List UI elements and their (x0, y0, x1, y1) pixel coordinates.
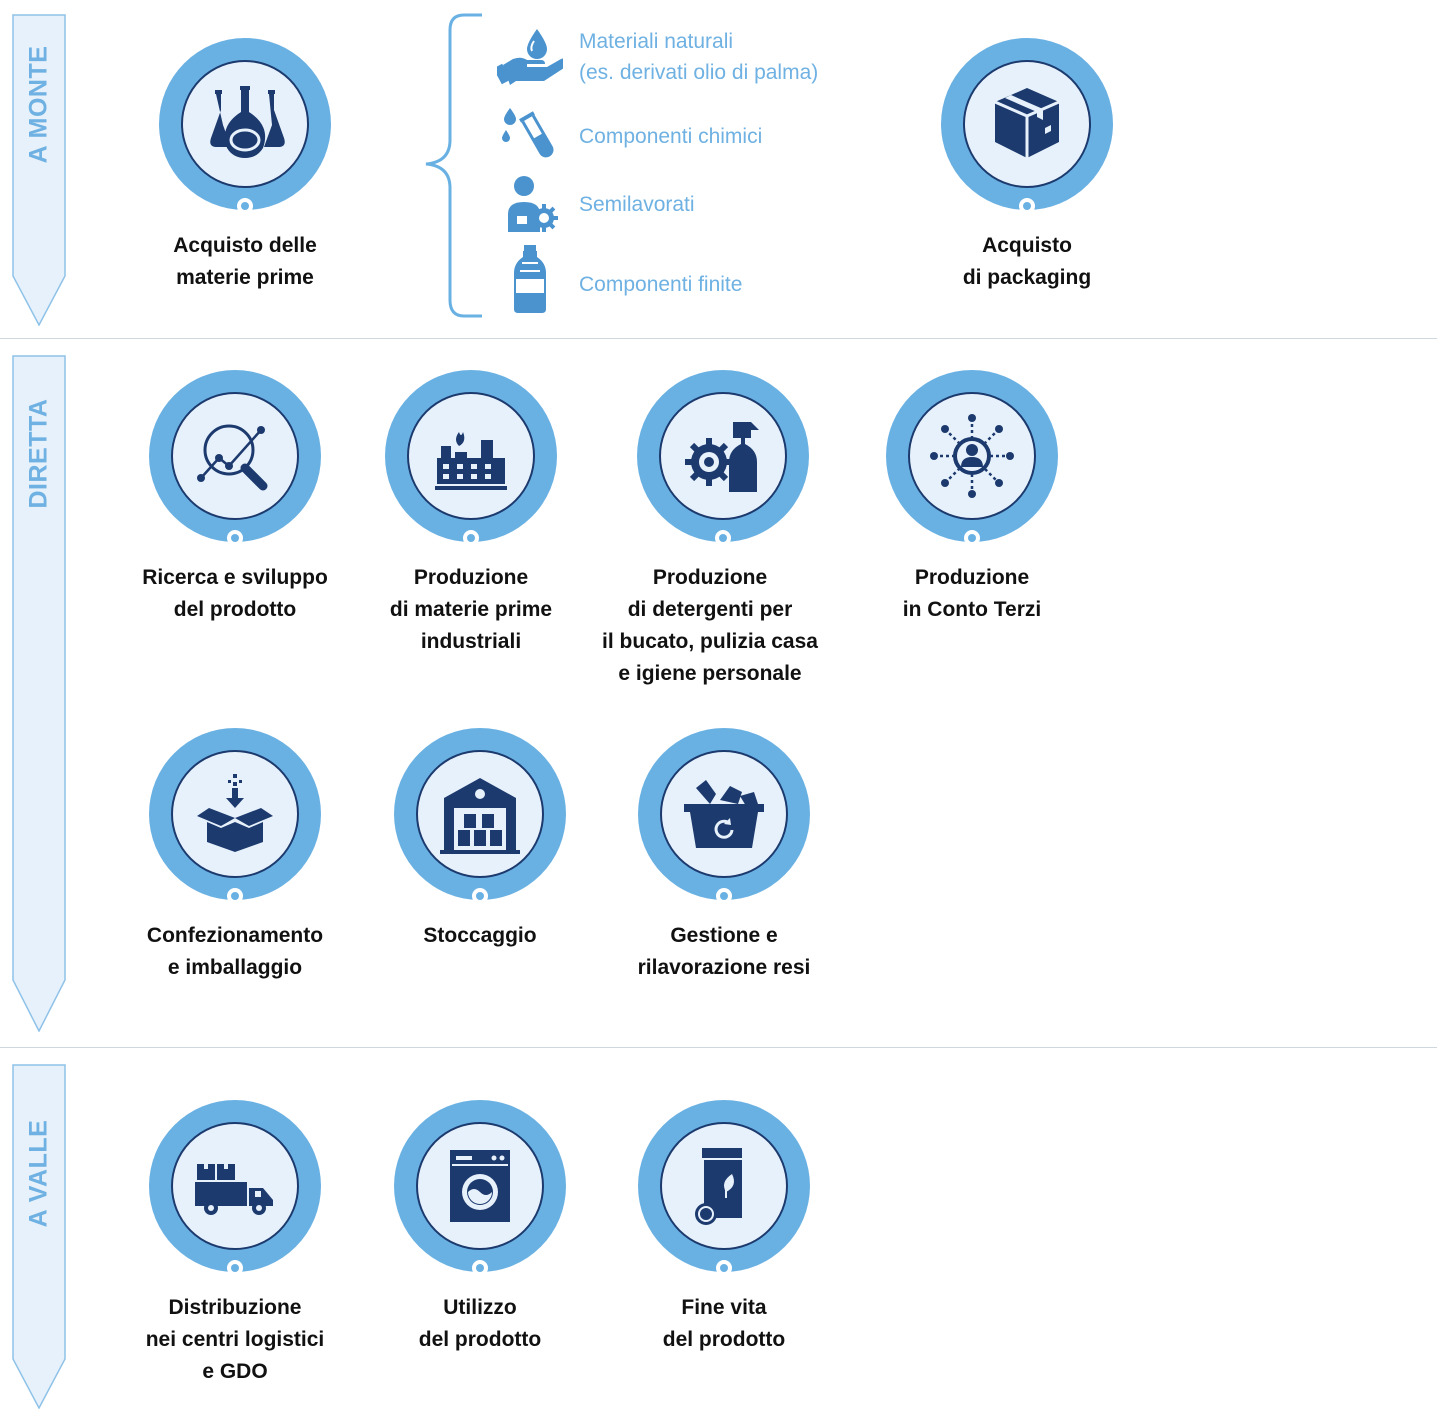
stage-label: A VALLE (24, 1119, 53, 1227)
node-produzione-materie-prime: Produzione di materie prime industriali (351, 370, 591, 658)
stage-arrow-a-valle: A VALLE (12, 1064, 66, 1409)
test-tube-icon (502, 108, 554, 158)
stage-label: DIRETTA (24, 398, 53, 508)
node-gestione-resi: Gestione e rilavorazione resi (604, 728, 844, 984)
node-produzione-detergenti: Produzione di detergenti per il bucato, … (590, 370, 830, 690)
node-label: Ricerca e sviluppo del prodotto (142, 566, 328, 621)
node-ring (385, 370, 557, 546)
material-item: Semilavorati (495, 172, 695, 236)
network-person-icon (930, 414, 1014, 498)
node-stoccaggio: Stoccaggio (360, 728, 600, 952)
section-divider (0, 338, 1437, 339)
research-icon (197, 424, 268, 491)
node-produzione-conto-terzi: Produzione in Conto Terzi (852, 370, 1092, 626)
node-ring (149, 370, 321, 546)
factory-icon (435, 432, 507, 490)
returns-basket-icon (684, 780, 764, 848)
material-item: Componenti chimici (495, 106, 762, 166)
material-item: Componenti finite (495, 245, 742, 313)
material-label: Componenti finite (579, 272, 743, 296)
bottle-icon (514, 245, 546, 313)
node-acquisto-packaging: Acquisto di packaging (907, 38, 1147, 294)
node-confezionamento: Confezionamento e imballaggio (115, 728, 355, 984)
node-distribuzione: Distribuzione nei centri logistici e GDO (115, 1100, 355, 1388)
box-icon (994, 88, 1060, 158)
truck-icon (195, 1164, 273, 1215)
node-label: Acquisto di packaging (962, 234, 1092, 289)
node-label: Acquisto delle materie prime (173, 234, 317, 289)
node-fine-vita: Fine vita del prodotto (604, 1100, 844, 1356)
stage-arrow-a-monte: A MONTE (12, 14, 66, 326)
node-label: Confezionamento e imballaggio (146, 924, 324, 979)
hand-drop-icon (497, 29, 563, 85)
packaging-box-icon (197, 774, 273, 852)
stage-label: A MONTE (24, 45, 53, 163)
node-ring (638, 1100, 810, 1276)
node-ring (637, 370, 809, 546)
node-ring (394, 1100, 566, 1276)
node-ricerca-sviluppo: Ricerca e sviluppo del prodotto (115, 370, 355, 626)
node-ring (149, 1100, 321, 1276)
stage-arrow-diretta: DIRETTA (12, 355, 66, 1032)
node-label: Utilizzo del prodotto (418, 1296, 542, 1351)
node-label: Fine vita del prodotto (662, 1296, 786, 1351)
recycle-bin-icon (695, 1148, 742, 1225)
warehouse-icon (440, 778, 520, 854)
node-ring (886, 370, 1058, 546)
node-label: Produzione in Conto Terzi (902, 566, 1042, 621)
detergent-production-icon (685, 422, 759, 492)
node-label: Gestione e rilavorazione resi (637, 924, 811, 979)
brace-icon (425, 13, 482, 318)
node-ring (941, 38, 1113, 214)
node-utilizzo: Utilizzo del prodotto (360, 1100, 600, 1356)
node-label: Distribuzione nei centri logistici e GDO (145, 1296, 325, 1383)
node-ring (394, 728, 566, 904)
node-acquisto-materie-prime: Acquisto delle materie prime (125, 38, 365, 294)
chemistry-flasks-icon (210, 86, 285, 158)
node-ring (638, 728, 810, 904)
node-label: Produzione di materie prime industriali (389, 566, 553, 653)
material-item: Materiali naturali (es. derivati olio di… (495, 26, 818, 88)
material-label: Componenti chimici (579, 124, 763, 148)
node-ring (149, 728, 321, 904)
worker-gear-icon (508, 176, 558, 232)
material-label: Semilavorati (579, 192, 695, 216)
node-ring (159, 38, 331, 214)
node-label: Produzione di detergenti per il bucato, … (602, 566, 818, 685)
section-divider (0, 1047, 1437, 1048)
washing-machine-icon (450, 1150, 510, 1222)
material-label: Materiali naturali (es. derivati olio di… (579, 30, 819, 84)
node-label: Stoccaggio (423, 924, 537, 947)
